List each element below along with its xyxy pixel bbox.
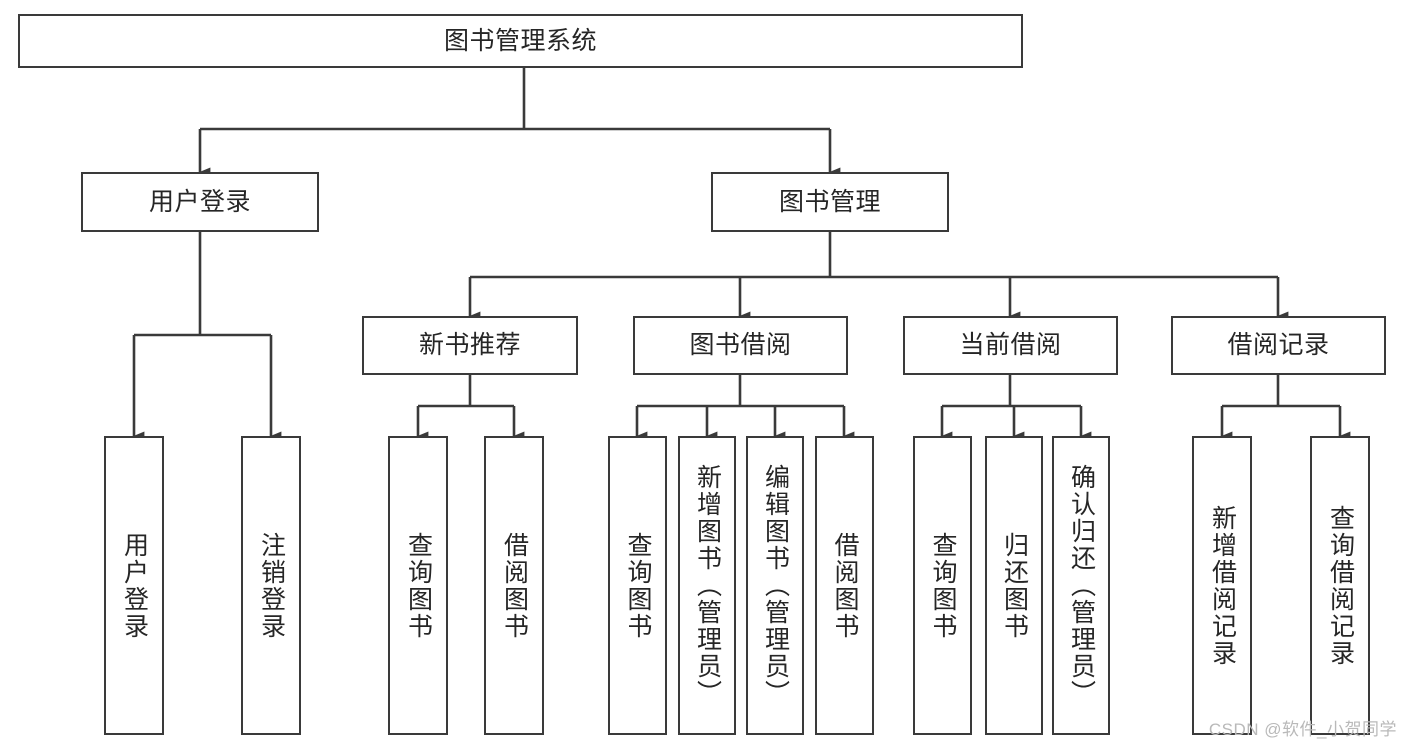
leaf-borrow-book-recommend[interactable]: 借阅图书: [484, 436, 544, 735]
leaf-add-book-admin[interactable]: 新增图书（管理员）: [678, 436, 736, 735]
leaf-edit-book-admin[interactable]: 编辑图书（管理员）: [746, 436, 804, 735]
leaf-user-login-label: 用户登录: [120, 531, 149, 640]
leaf-query-borrow-record[interactable]: 查询借阅记录: [1310, 436, 1370, 735]
leaf-edit-book-admin-label: 编辑图书（管理员）: [761, 464, 790, 707]
node-user-login[interactable]: 用户登录: [81, 172, 319, 232]
leaf-borrow-book[interactable]: 借阅图书: [815, 436, 874, 735]
leaf-query-book-recommend-label: 查询图书: [404, 531, 433, 640]
leaf-borrow-book-label: 借阅图书: [831, 531, 859, 640]
leaf-add-book-admin-label: 新增图书（管理员）: [693, 464, 722, 707]
leaf-confirm-return-admin[interactable]: 确认归还（管理员）: [1052, 436, 1110, 735]
node-borrow-record[interactable]: 借阅记录: [1171, 316, 1386, 375]
node-new-book-recommend-label: 新书推荐: [418, 331, 521, 359]
node-book-borrow[interactable]: 图书借阅: [633, 316, 848, 375]
leaf-user-login[interactable]: 用户登录: [104, 436, 164, 735]
leaf-query-book-recommend[interactable]: 查询图书: [388, 436, 448, 735]
leaf-query-book-current-label: 查询图书: [929, 531, 957, 640]
leaf-query-book-borrow[interactable]: 查询图书: [608, 436, 667, 735]
leaf-logout[interactable]: 注销登录: [241, 436, 301, 735]
leaf-query-book-borrow-label: 查询图书: [624, 531, 652, 640]
node-book-manage-label: 图书管理: [778, 187, 881, 216]
leaf-confirm-return-admin-label: 确认归还（管理员）: [1067, 464, 1096, 707]
node-root-label: 图书管理系统: [443, 26, 597, 55]
leaf-borrow-book-recommend-label: 借阅图书: [500, 531, 529, 640]
leaf-query-borrow-record-label: 查询借阅记录: [1326, 504, 1355, 667]
leaf-query-book-current[interactable]: 查询图书: [913, 436, 972, 735]
leaf-add-borrow-record-label: 新增借阅记录: [1208, 504, 1237, 667]
csdn-watermark: CSDN @软件_小贺同学: [1208, 720, 1397, 739]
leaf-add-borrow-record[interactable]: 新增借阅记录: [1192, 436, 1252, 735]
node-current-borrow[interactable]: 当前借阅: [903, 316, 1118, 375]
node-book-manage[interactable]: 图书管理: [711, 172, 949, 232]
node-root[interactable]: 图书管理系统: [18, 14, 1023, 68]
node-book-borrow-label: 图书借阅: [689, 331, 792, 359]
node-borrow-record-label: 借阅记录: [1227, 331, 1330, 359]
leaf-logout-label: 注销登录: [257, 531, 286, 640]
leaf-return-book[interactable]: 归还图书: [985, 436, 1043, 735]
node-current-borrow-label: 当前借阅: [959, 331, 1062, 359]
node-new-book-recommend[interactable]: 新书推荐: [362, 316, 578, 375]
leaf-return-book-label: 归还图书: [1000, 531, 1029, 640]
node-user-login-label: 用户登录: [148, 187, 251, 216]
